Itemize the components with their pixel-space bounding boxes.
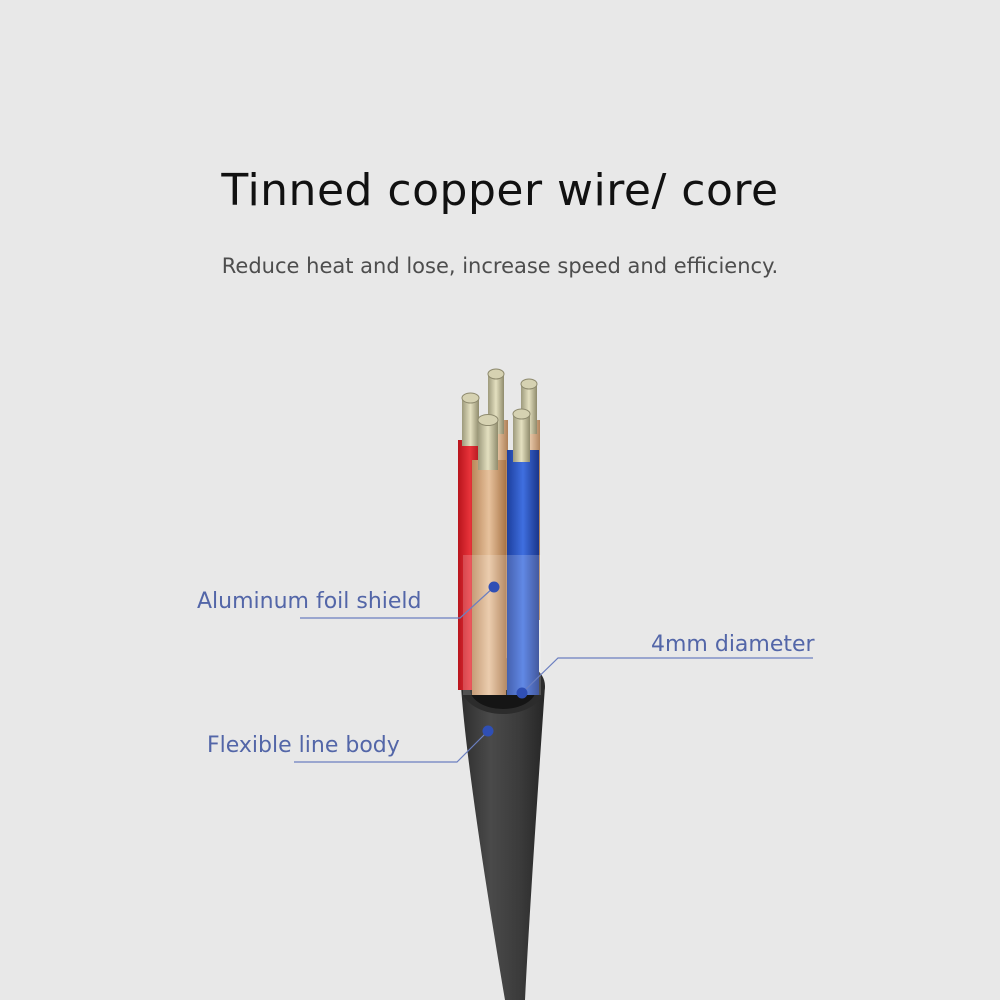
page-title: Tinned copper wire/ core <box>221 165 779 216</box>
foil-marker <box>488 581 500 593</box>
leader-foil <box>300 581 500 619</box>
conductor-copper-front <box>472 414 506 695</box>
foil-shield-label: Aluminum foil shield <box>197 589 422 614</box>
diameter-label: 4mm diameter <box>651 632 815 657</box>
conductor-blue <box>507 408 539 695</box>
line-body-label: Flexible line body <box>207 733 400 758</box>
diameter-marker <box>516 687 528 699</box>
page-subtitle: Reduce heat and lose, increase speed and… <box>221 254 779 278</box>
cable-jacket <box>461 658 545 1000</box>
body-marker <box>482 725 494 737</box>
leader-diameter <box>516 657 813 699</box>
leader-body <box>294 725 494 763</box>
foil-shield-wrap <box>463 555 541 695</box>
